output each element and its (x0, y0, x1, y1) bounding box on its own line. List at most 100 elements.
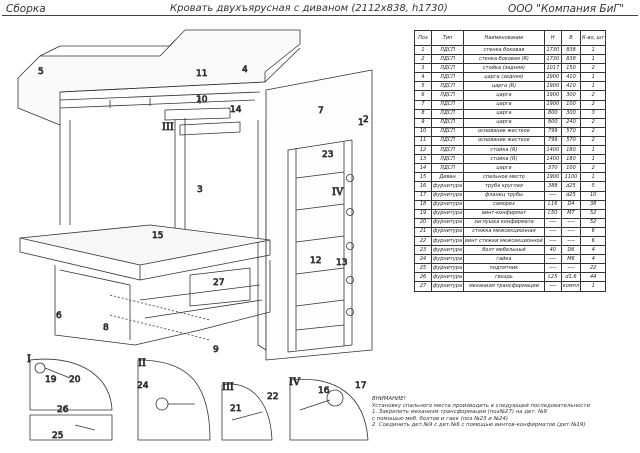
table-cell: 12 (414, 145, 432, 156)
table-cell: 6 (580, 235, 607, 247)
table-cell: подпятник (463, 263, 545, 274)
header-section-label: Сборка (6, 3, 46, 15)
table-cell: 570 (560, 135, 582, 147)
table-cell: стяжка межсекционная (463, 226, 545, 237)
table-cell: 1 (580, 54, 607, 65)
table-cell: ЛДСП (430, 99, 465, 110)
table-cell: 23 (414, 245, 432, 256)
table-cell: ЛДСП (430, 154, 465, 165)
table-cell: 1 (580, 154, 607, 165)
callout-15: 15 (152, 231, 163, 241)
table-cell: 20 (414, 217, 432, 228)
table-cell: 1017 (543, 63, 562, 74)
callout-24: 24 (137, 381, 149, 391)
table-cell: стойка (R) (463, 154, 545, 165)
header-rule (2, 15, 638, 16)
table-cell: 1900 (543, 81, 562, 92)
table-cell: 2 (580, 90, 607, 101)
table-cell: 2 (580, 135, 607, 147)
callout-6: 6 (56, 311, 62, 321)
assembly-drawing: 1 2 3 4 5 6 7 8 9 10 11 12 13 14 15 16 1… (17, 29, 373, 441)
table-cell: 2 (580, 163, 607, 174)
table-cell: ---- (543, 235, 562, 247)
table-cell: M6 (560, 254, 582, 265)
callout-19: 19 (45, 375, 57, 385)
table-cell: 3 (414, 63, 432, 74)
table-cell: 1 (580, 145, 607, 156)
notes-title: ВНИМАНИЕ! (372, 396, 406, 402)
callout-8: 8 (103, 323, 109, 333)
notes-line: с помощью меб. болтов и гаек (поз №23 и … (372, 415, 509, 422)
table-cell: 26 (414, 272, 432, 283)
table-cell: 1 (580, 172, 607, 183)
table-cell: царга (463, 163, 545, 174)
table-cell: 18 (414, 199, 432, 210)
table-cell: d1.6 (560, 272, 582, 283)
table-cell: фурнитура (430, 245, 465, 256)
table-cell: царга (463, 99, 545, 110)
table-cell: 15 (414, 172, 432, 183)
table-cell: 1730 (543, 54, 562, 65)
table-cell: M7 (560, 208, 582, 219)
table-cell: 1400 (543, 145, 562, 156)
table-cell: 52 (580, 217, 607, 228)
table-cell: 800 (543, 108, 562, 119)
table-cell: фурнитура (430, 272, 465, 283)
view-label-IV: IV (332, 187, 344, 198)
col-header-pos: Поз (414, 30, 432, 46)
col-header-type: Тип (430, 30, 465, 46)
table-cell: 838 (560, 44, 582, 56)
table-cell: 4 (414, 72, 432, 83)
table-cell: фурнитура (430, 254, 465, 265)
col-header-h: H (543, 30, 562, 46)
table-cell: стенка боковая (463, 44, 545, 56)
callout-2: 2 (363, 115, 369, 125)
table-cell: механизм трансформации (463, 281, 545, 292)
callout-26: 26 (57, 405, 69, 415)
table-cell: 300 (560, 108, 582, 119)
upper-bunk (17, 29, 301, 126)
table-cell: 410 (560, 72, 582, 83)
table-cell: царга (463, 108, 545, 119)
table-cell: 799 (543, 126, 562, 137)
table-cell: 2 (580, 126, 607, 137)
table-cell: 180 (560, 154, 582, 165)
table-cell: 570 (560, 126, 582, 137)
table-cell: ЛДСП (430, 90, 465, 101)
table-cell: 100 (560, 163, 582, 174)
table-cell: ЛДСП (430, 126, 465, 137)
table-cell: ---- (543, 217, 562, 228)
table-cell: 1 (414, 44, 432, 56)
table-cell: ЛДСП (430, 108, 465, 119)
table-cell: L25 (543, 272, 562, 283)
table-cell: ---- (560, 226, 582, 237)
callout-13: 13 (336, 258, 347, 268)
callout-3: 3 (197, 185, 203, 195)
table-cell: 410 (560, 81, 582, 92)
table-cell: D6 (560, 245, 582, 256)
header-company-name: ООО "Компания БиГ" (508, 3, 625, 15)
table-cell: ---- (543, 281, 562, 292)
table-cell: 24 (414, 254, 432, 265)
callout-25: 25 (52, 431, 63, 441)
detail-views (29, 358, 369, 441)
detail-label-IV: IV (289, 377, 301, 388)
table-cell: D4 (560, 199, 582, 210)
callout-14: 14 (230, 105, 242, 115)
col-header-b: B (560, 30, 582, 46)
table-cell: ЛДСП (430, 135, 465, 147)
assembly-notes: ВНИМАНИЕ! Установку спального места прои… (372, 396, 638, 429)
table-cell: 10 (580, 190, 607, 201)
table-cell: 1900 (543, 99, 562, 110)
